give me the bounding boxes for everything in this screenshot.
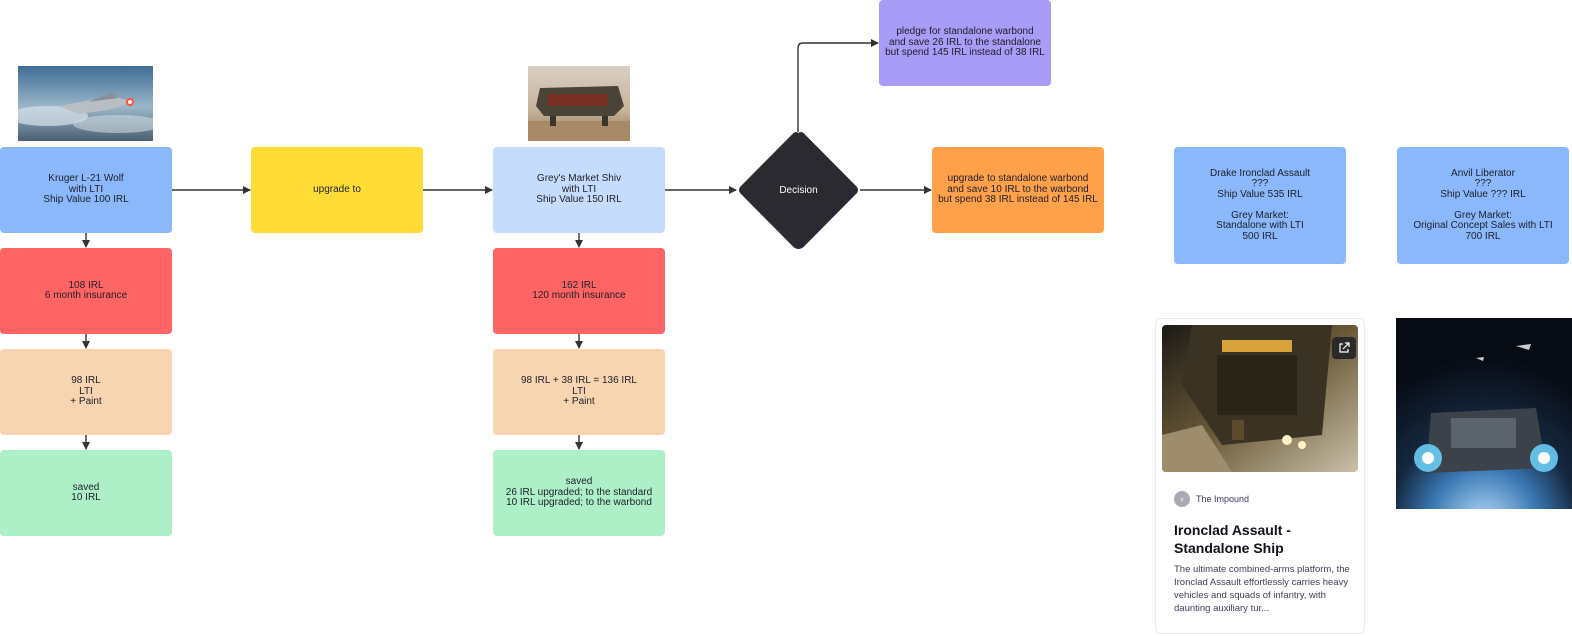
card-title: Ironclad Assault - Standalone Ship: [1174, 522, 1291, 556]
decision-label: Decision: [779, 184, 818, 196]
greys-ship-image[interactable]: [528, 66, 630, 141]
greys-insurance-node[interactable]: 162 IRL 120 month insurance: [493, 248, 665, 334]
ironclad-node[interactable]: Drake Ironclad Assault ??? Ship Value 53…: [1174, 147, 1346, 264]
decision-node[interactable]: Decision: [737, 130, 860, 250]
edge-decision-to-pledge: [797, 39, 879, 132]
open-link-icon[interactable]: [1332, 337, 1356, 359]
card-description: The ultimate combined-arms platform, the…: [1174, 564, 1350, 614]
link-preview-card[interactable]: › The Impound Ironclad Assault - Standal…: [1155, 318, 1365, 634]
greys-saved-node[interactable]: saved 26 IRL upgraded; to the standard 1…: [493, 450, 665, 536]
wolf-ship-image[interactable]: [18, 66, 153, 141]
greys-market-node[interactable]: Grey's Market Shiv with LTI Ship Value 1…: [493, 147, 665, 233]
ironclad-preview-image: [1162, 325, 1358, 472]
wolf-paint-node[interactable]: 98 IRL LTI + Paint: [0, 349, 172, 435]
greys-paint-node[interactable]: 98 IRL + 38 IRL = 136 IRL LTI + Paint: [493, 349, 665, 435]
wolf-saved-node[interactable]: saved 10 IRL: [0, 450, 172, 536]
liberator-ship-image[interactable]: [1396, 318, 1572, 509]
wolf-insurance-node[interactable]: 108 IRL 6 month insurance: [0, 248, 172, 334]
card-source: › The Impound: [1174, 491, 1249, 507]
upgrade-standalone-node[interactable]: upgrade to standalone warbond and save 1…: [932, 147, 1104, 233]
pledge-standalone-node[interactable]: pledge for standalone warbond and save 2…: [879, 0, 1051, 86]
upgrade-to-node[interactable]: upgrade to: [251, 147, 423, 233]
chevron-right-icon: ›: [1174, 491, 1190, 507]
wolf-ship-node[interactable]: Kruger L-21 Wolf with LTI Ship Value 100…: [0, 147, 172, 233]
card-source-label: The Impound: [1196, 494, 1250, 504]
liberator-node[interactable]: Anvil Liberator ??? Ship Value ??? IRL G…: [1397, 147, 1569, 264]
